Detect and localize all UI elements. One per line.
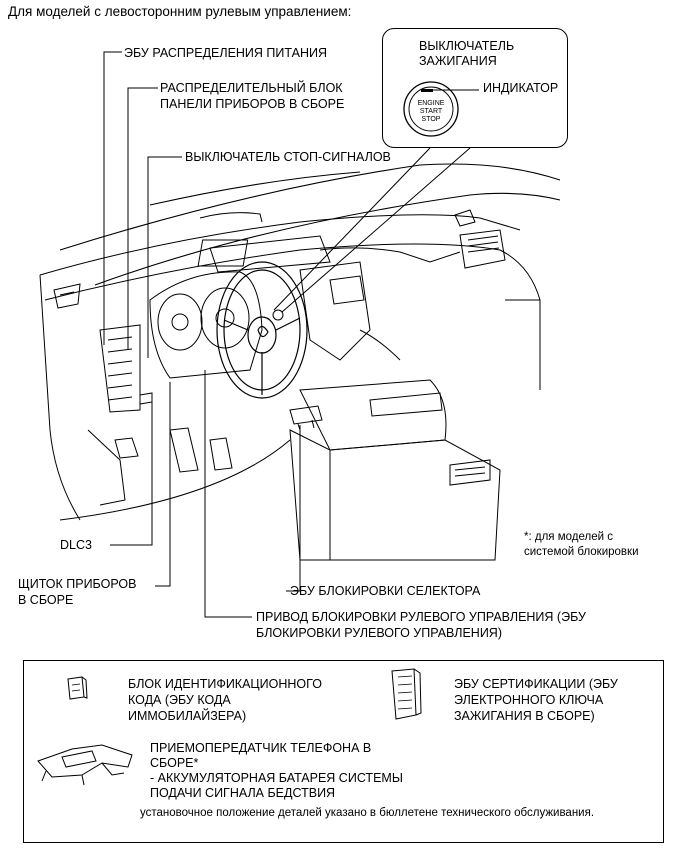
start-button-line1: ENGINE	[417, 100, 445, 107]
phone-transceiver-icon	[37, 744, 133, 786]
label-junction-block-line2: ПАНЕЛИ ПРИБОРОВ В СБОРЕ	[160, 97, 345, 111]
floor-pedals	[59, 392, 291, 521]
legend-cert-ecu-line1: ЭБУ СЕРТИФИКАЦИИ (ЭБУ	[454, 677, 618, 691]
leader-lines	[103, 51, 471, 618]
dashboard-diagram	[39, 51, 561, 618]
legend-phone-line3: - АККУМУЛЯТОРНАЯ БАТАРЕЯ СИСТЕМЫ	[150, 771, 403, 785]
legend-phone-line4: ПОДАЧИ СИГНАЛА БЕДСТВИЯ	[150, 786, 336, 800]
steering-wheel	[216, 261, 308, 399]
certification-ecu-icon	[391, 668, 422, 720]
shift-lock-ecu	[289, 405, 323, 431]
windshield-outline	[59, 163, 561, 286]
label-dlc3: DLC3	[60, 538, 92, 552]
legend-cert-ecu-line3: ЗАЖИГАНИЯ В СБОРЕ)	[454, 709, 595, 723]
legend-id-box-line1: БЛОК ИДЕНТИФИКАЦИОННОГО	[128, 677, 322, 691]
ignition-callout-box: ВЫКЛЮЧАТЕЛЬ ЗАЖИГАНИЯ ИНДИКАТОР ENGINE S…	[382, 28, 568, 148]
center-console	[289, 261, 540, 561]
left-door	[39, 274, 141, 521]
footnote-line1: *: для моделей с	[524, 531, 613, 543]
engine-start-button	[403, 81, 479, 137]
ignition-switch-location	[272, 309, 284, 321]
legend-id-box-line3: ИММОБИЛАЙЗЕРА)	[128, 709, 247, 723]
start-button-line3: STOP	[421, 116, 441, 123]
callout-title-line1: ВЫКЛЮЧАТЕЛЬ	[419, 39, 515, 53]
label-power-ecu: ЭБУ РАСПРЕДЕЛЕНИЯ ПИТАНИЯ	[124, 46, 327, 60]
label-steering-lock-line1: ПРИВОД БЛОКИРОВКИ РУЛЕВОГО УПРАВЛЕНИЯ (Э…	[256, 610, 586, 624]
label-cluster-line2: В СБОРЕ	[18, 593, 74, 607]
label-stop-switch: ВЫКЛЮЧАТЕЛЬ СТОП-СИГНАЛОВ	[185, 150, 391, 164]
legend-cert-ecu-line2: ЭЛЕКТРОННОГО КЛЮЧА	[454, 693, 604, 707]
label-junction-block-line1: РАСПРЕДЕЛИТЕЛЬНЫЙ БЛОК	[160, 81, 343, 95]
instrument-cluster	[149, 271, 263, 379]
id-code-box-icon	[67, 676, 88, 700]
legend-note: установочное положение деталей указано в…	[140, 807, 595, 819]
legend-box: БЛОК ИДЕНТИФИКАЦИОННОГО КОДА (ЭБУ КОДА И…	[23, 660, 664, 843]
legend-phone-line2: СБОРЕ*	[150, 756, 199, 770]
label-steering-lock-line2: БЛОКИРОВКИ РУЛЕВОГО УПРАВЛЕНИЯ)	[256, 626, 502, 640]
callout-title-line2: ЗАЖИГАНИЯ	[419, 54, 497, 68]
callout-indicator-label: ИНДИКАТОР	[483, 81, 559, 95]
label-cluster-line1: ЩИТОК ПРИБОРОВ	[18, 577, 137, 591]
label-shift-lock-ecu: ЭБУ БЛОКИРОВКИ СЕЛЕКТОРА	[290, 584, 481, 598]
footnote-line2: системой блокировки	[524, 546, 639, 558]
legend-id-box-line2: КОДА (ЭБУ КОДА	[128, 693, 231, 707]
start-button-text: ENGINE START STOP	[415, 100, 447, 124]
page-heading: Для моделей с левосторонним рулевым упра…	[8, 4, 352, 19]
legend-phone-line1: ПРИЕМОПЕРЕДАТЧИК ТЕЛЕФОНА В	[150, 741, 372, 755]
start-button-line2: START	[419, 108, 443, 115]
